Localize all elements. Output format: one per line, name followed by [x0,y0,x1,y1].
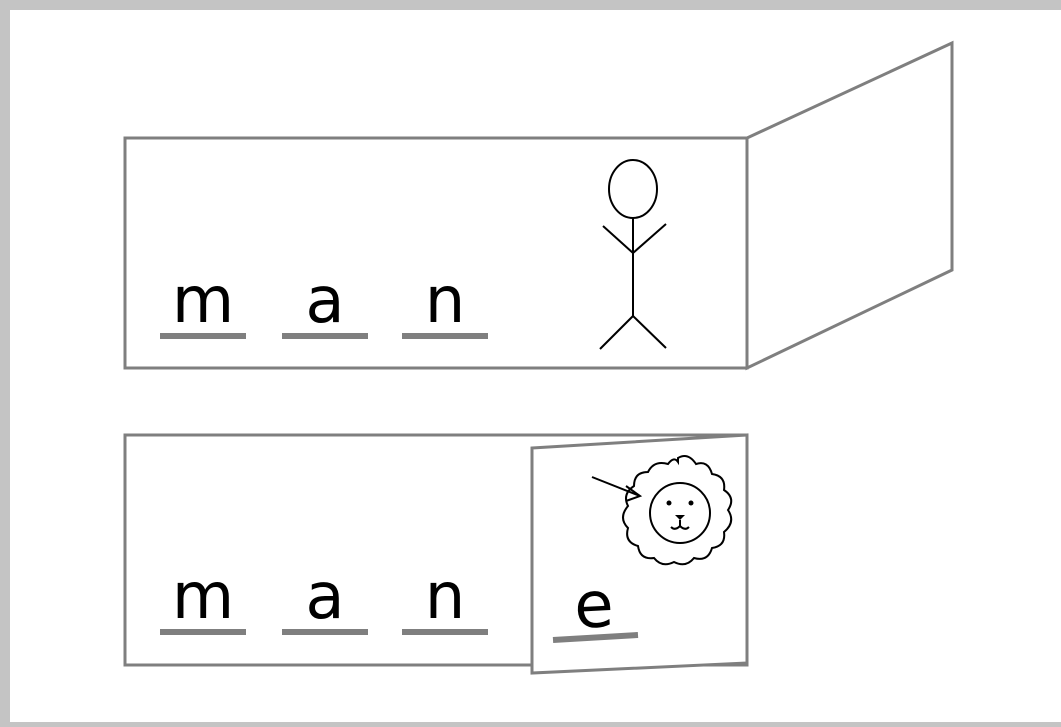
bottom-card-folded-flap: e [530,433,749,675]
mane-pointer-arrow [591,476,641,497]
bottom-word-card: m a n e [123,433,749,675]
bottom-letter-2: a [305,560,344,634]
stick-figure-man-icon [599,159,667,350]
top-card-open-flap [745,40,954,371]
top-word-card: m a n [123,40,954,371]
top-letter-2: a [305,264,344,338]
bottom-letter-1: m [172,560,234,634]
lion-mane-icon [591,455,733,566]
flap-underline [552,632,639,643]
top-card-panel [123,136,749,370]
flap-letter: e [572,568,615,644]
bottom-letter-3: n [425,560,466,634]
top-letter-1: m [172,264,234,338]
top-letter-3: n [425,264,466,338]
